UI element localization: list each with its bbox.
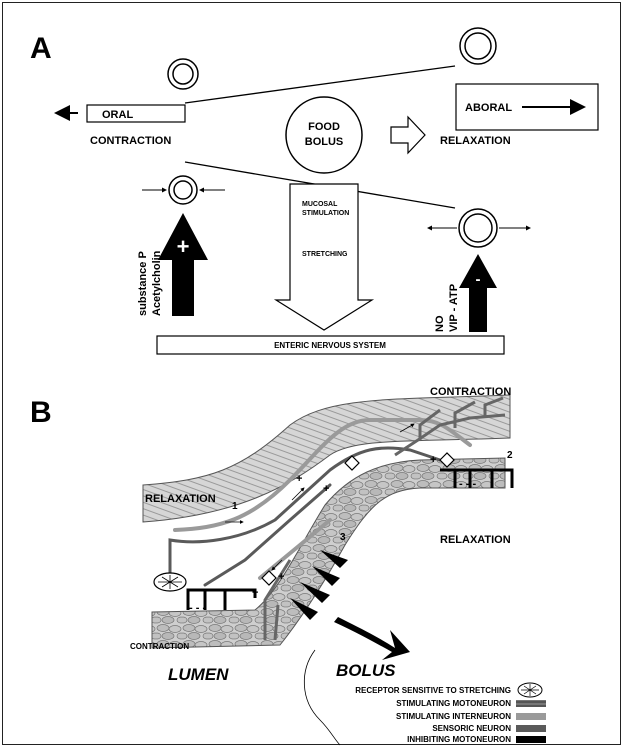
excitatory-up-arrow-icon [158,213,208,316]
top-right-ring-icon [459,27,497,65]
minus-marks-left: - - - [189,602,206,614]
legend-sensoric-label: SENSORIC NEURON [432,724,511,733]
minus-sign: - [476,271,481,288]
plus-mark: + [323,483,329,495]
constricted-ring-icon [142,175,225,205]
legend: RECEPTOR SENSITIVE TO STRETCHING STIMULA… [355,682,546,744]
plus-mark: + [296,473,302,485]
plus-mark: + [278,571,284,583]
sensoric-neuron-path [168,446,442,587]
dilated-ring-icon [427,208,531,248]
bolus-b-label: BOLUS [336,661,396,680]
bolus-outline [303,649,341,746]
number-3: 3 [340,532,346,543]
contraction-b-top-label: CONTRACTION [430,386,511,398]
contraction-b-bottom-label: CONTRACTION [130,642,189,651]
aboral-label-box: ABORAL [455,83,599,131]
contraction-a-label: CONTRACTION [90,135,171,147]
number-2: 2 [507,450,513,461]
ens-label: ENTERIC NERVOUS SYSTEM [274,341,386,350]
inhibitory-up-arrow-icon [459,254,497,332]
mucosa-layer [151,457,506,649]
lumen-label: LUMEN [168,665,229,684]
oral-label-box: ORAL [54,104,186,123]
legend-receptor-icon [517,682,543,698]
number-1: 1 [232,501,238,512]
legend-stim-moto-label: STIMULATING MOTONEURON [396,699,511,708]
relaxation-a-label: RELAXATION [440,135,511,147]
hollow-down-arrow-icon [273,183,375,331]
legend-inhib-label: INHIBITING MOTONEURON [407,735,511,744]
legend-stim-inter-swatch [516,713,546,720]
substance-p-label: substance P [137,251,149,316]
oral-label: ORAL [102,109,133,121]
upper-wall-line [184,65,456,104]
bolus-direction-arrows [290,550,348,620]
bolus-movement-arrow-icon [334,617,410,660]
food-bolus-circle [285,96,363,174]
hollow-right-arrow-icon [390,115,426,155]
stimulating-motoneuron-path [263,396,506,641]
aboral-label: ABORAL [465,102,512,114]
signal-arrows [225,423,415,571]
plus-sign: + [177,234,190,259]
top-left-ring-icon [167,58,199,90]
mucosal-label: MUCOSAL [302,201,338,208]
bolus-a-label: BOLUS [305,136,344,148]
legend-stim-moto-swatch [516,700,546,707]
acetylcholin-label: Acetylcholin [151,250,163,316]
stretch-receptor-icon [153,572,187,592]
panel-a-letter: A [30,32,52,65]
no-label: NO [434,315,446,332]
neuron-cell-body-icon [261,452,455,586]
minus-marks-right: - - - [459,478,476,490]
plus-mark: + [252,587,258,599]
legend-inhib-swatch [516,736,546,743]
stretching-label: STRETCHING [302,251,348,258]
inhibiting-motoneuron-path [186,468,514,610]
stimulation-label: STIMULATION [302,210,349,217]
relaxation-b-left-label: RELAXATION [145,493,216,505]
panel-b-letter: B [30,396,52,429]
legend-receptor-label: RECEPTOR SENSITIVE TO STRETCHING [355,686,511,695]
food-label: FOOD [308,121,340,133]
vip-atp-label: VIP - ATP [448,284,460,332]
relaxation-b-right-label: RELAXATION [440,534,511,546]
outer-muscle-layer [142,394,511,523]
legend-stim-inter-label: STIMULATING INTERNEURON [396,712,511,721]
legend-sensoric-swatch [516,725,546,732]
ens-box [156,335,505,355]
plus-mark: + [430,454,436,466]
